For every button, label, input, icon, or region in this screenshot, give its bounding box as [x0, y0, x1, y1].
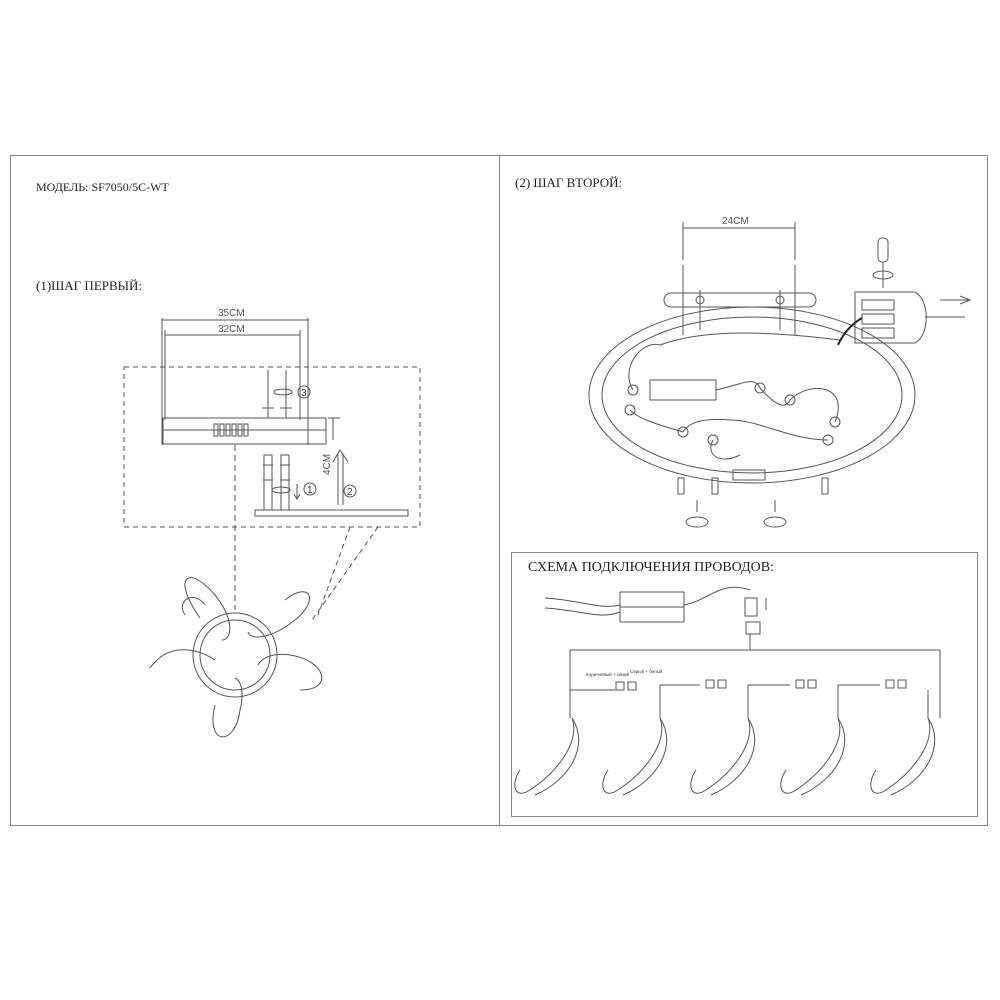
model-label: МОДЕЛЬ: SF7050/5C-WT [36, 180, 169, 194]
panel-divider [499, 155, 500, 826]
callout-3: 3 [301, 388, 307, 399]
wiring-label-gray-white: Серый + белый [630, 668, 663, 674]
wiring-label-brown-blue: Коричневый + синий [586, 671, 630, 677]
dim-24cm-label: 24CM [722, 216, 749, 227]
step1-drawing [123, 318, 421, 738]
callout-1: 1 [307, 485, 313, 496]
dim-35cm-label: 35CM [218, 308, 245, 319]
wiring-diagram-box [511, 552, 978, 817]
dim-32cm-label: 32CM [218, 324, 245, 335]
dim-4cm-label: 4CM [322, 454, 333, 475]
step2-drawing [588, 222, 972, 528]
wiring-drawing [514, 586, 941, 796]
callout-2: 2 [347, 487, 353, 498]
step2-title: (2) ШАГ ВТОРОЙ: [515, 175, 623, 190]
wiring-title: СХЕМА ПОДКЛЮЧЕНИЯ ПРОВОДОВ: [528, 560, 774, 575]
step1-title: (1)ШАГ ПЕРВЫЙ: [36, 278, 142, 293]
